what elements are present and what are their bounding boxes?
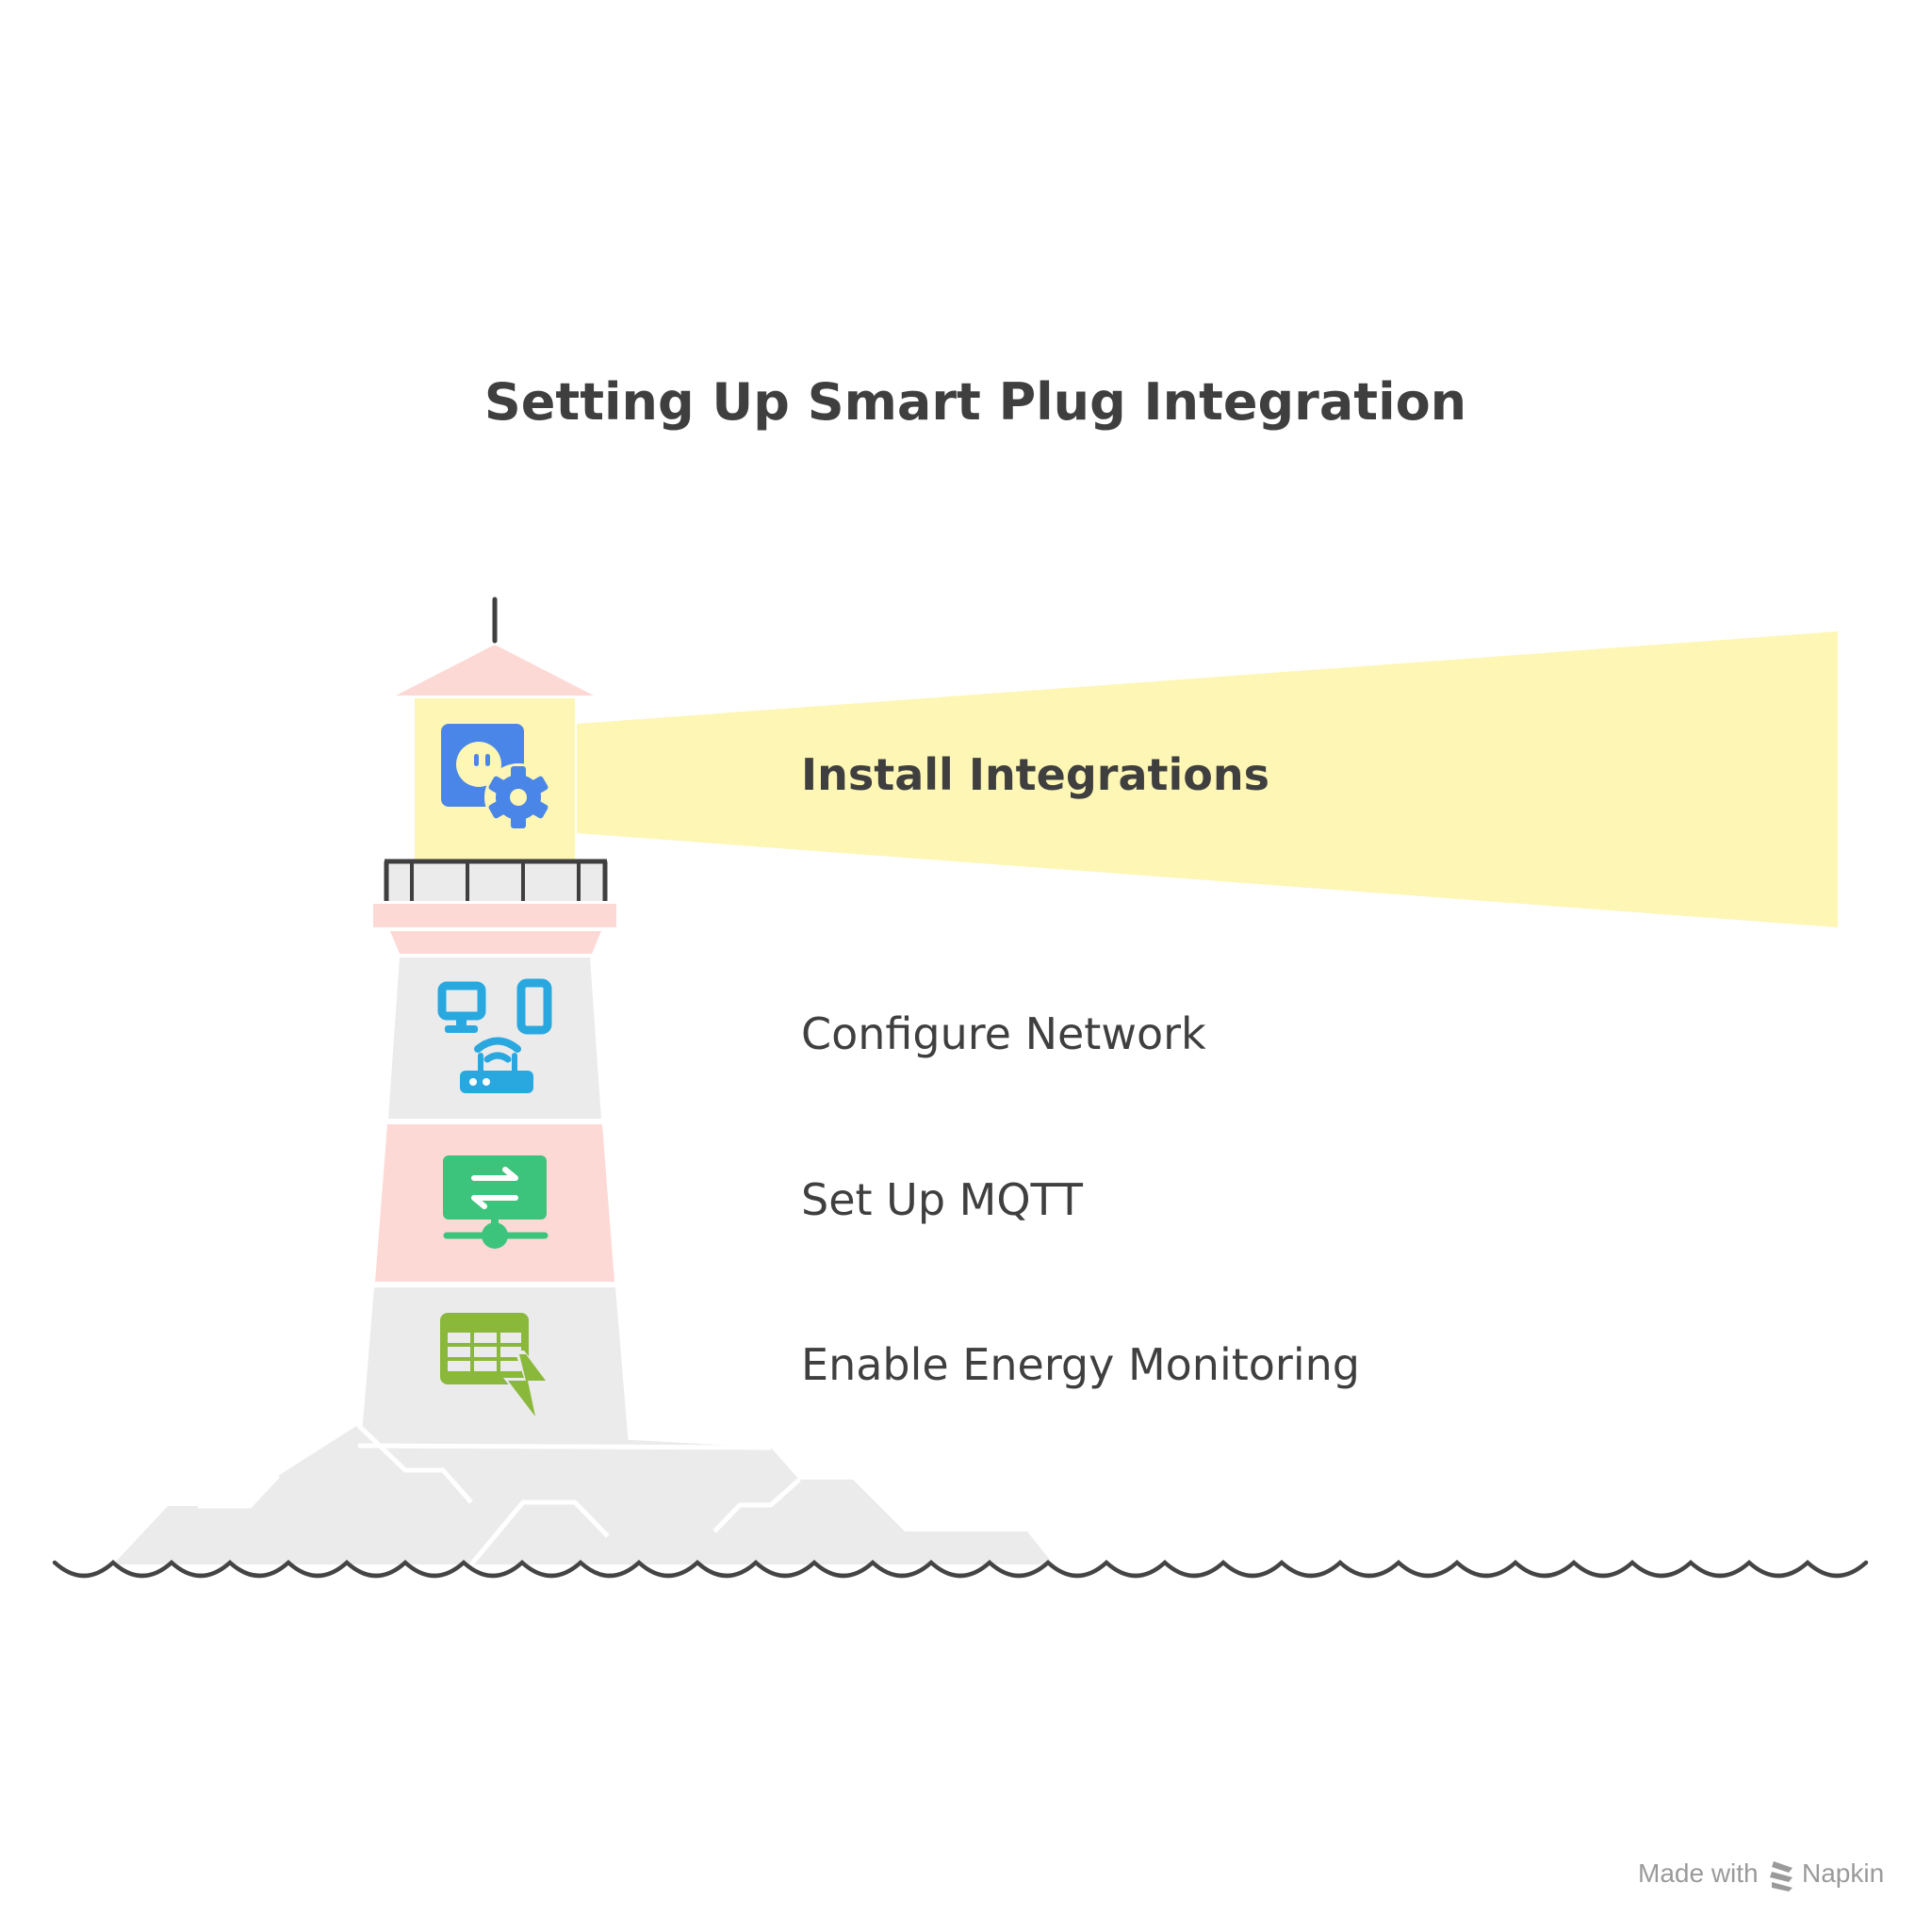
napkin-logo-icon (1770, 1861, 1793, 1891)
data-transfer-icon (443, 1155, 547, 1249)
made-with-napkin-badge: Made with Napkin (1638, 1858, 1884, 1891)
rocks (113, 1425, 1054, 1564)
diagram-title: Setting Up Smart Plug Integration (484, 372, 1466, 432)
step-label-enable-energy-monitoring: Enable Energy Monitoring (801, 1339, 1360, 1390)
step-label-configure-network: Configure Network (801, 1008, 1206, 1059)
lighthouse-roof (396, 645, 594, 696)
step-label-set-up-mqtt: Set Up MQTT (801, 1174, 1084, 1225)
water-line (55, 1563, 1866, 1576)
made-with-text: Made with (1638, 1858, 1759, 1888)
step-label-install-integrations: Install Integrations (801, 749, 1269, 800)
napkin-brand-text: Napkin (1802, 1858, 1884, 1888)
gallery-base (390, 931, 601, 954)
gallery-railing (385, 861, 607, 901)
gallery-deck (373, 904, 616, 927)
